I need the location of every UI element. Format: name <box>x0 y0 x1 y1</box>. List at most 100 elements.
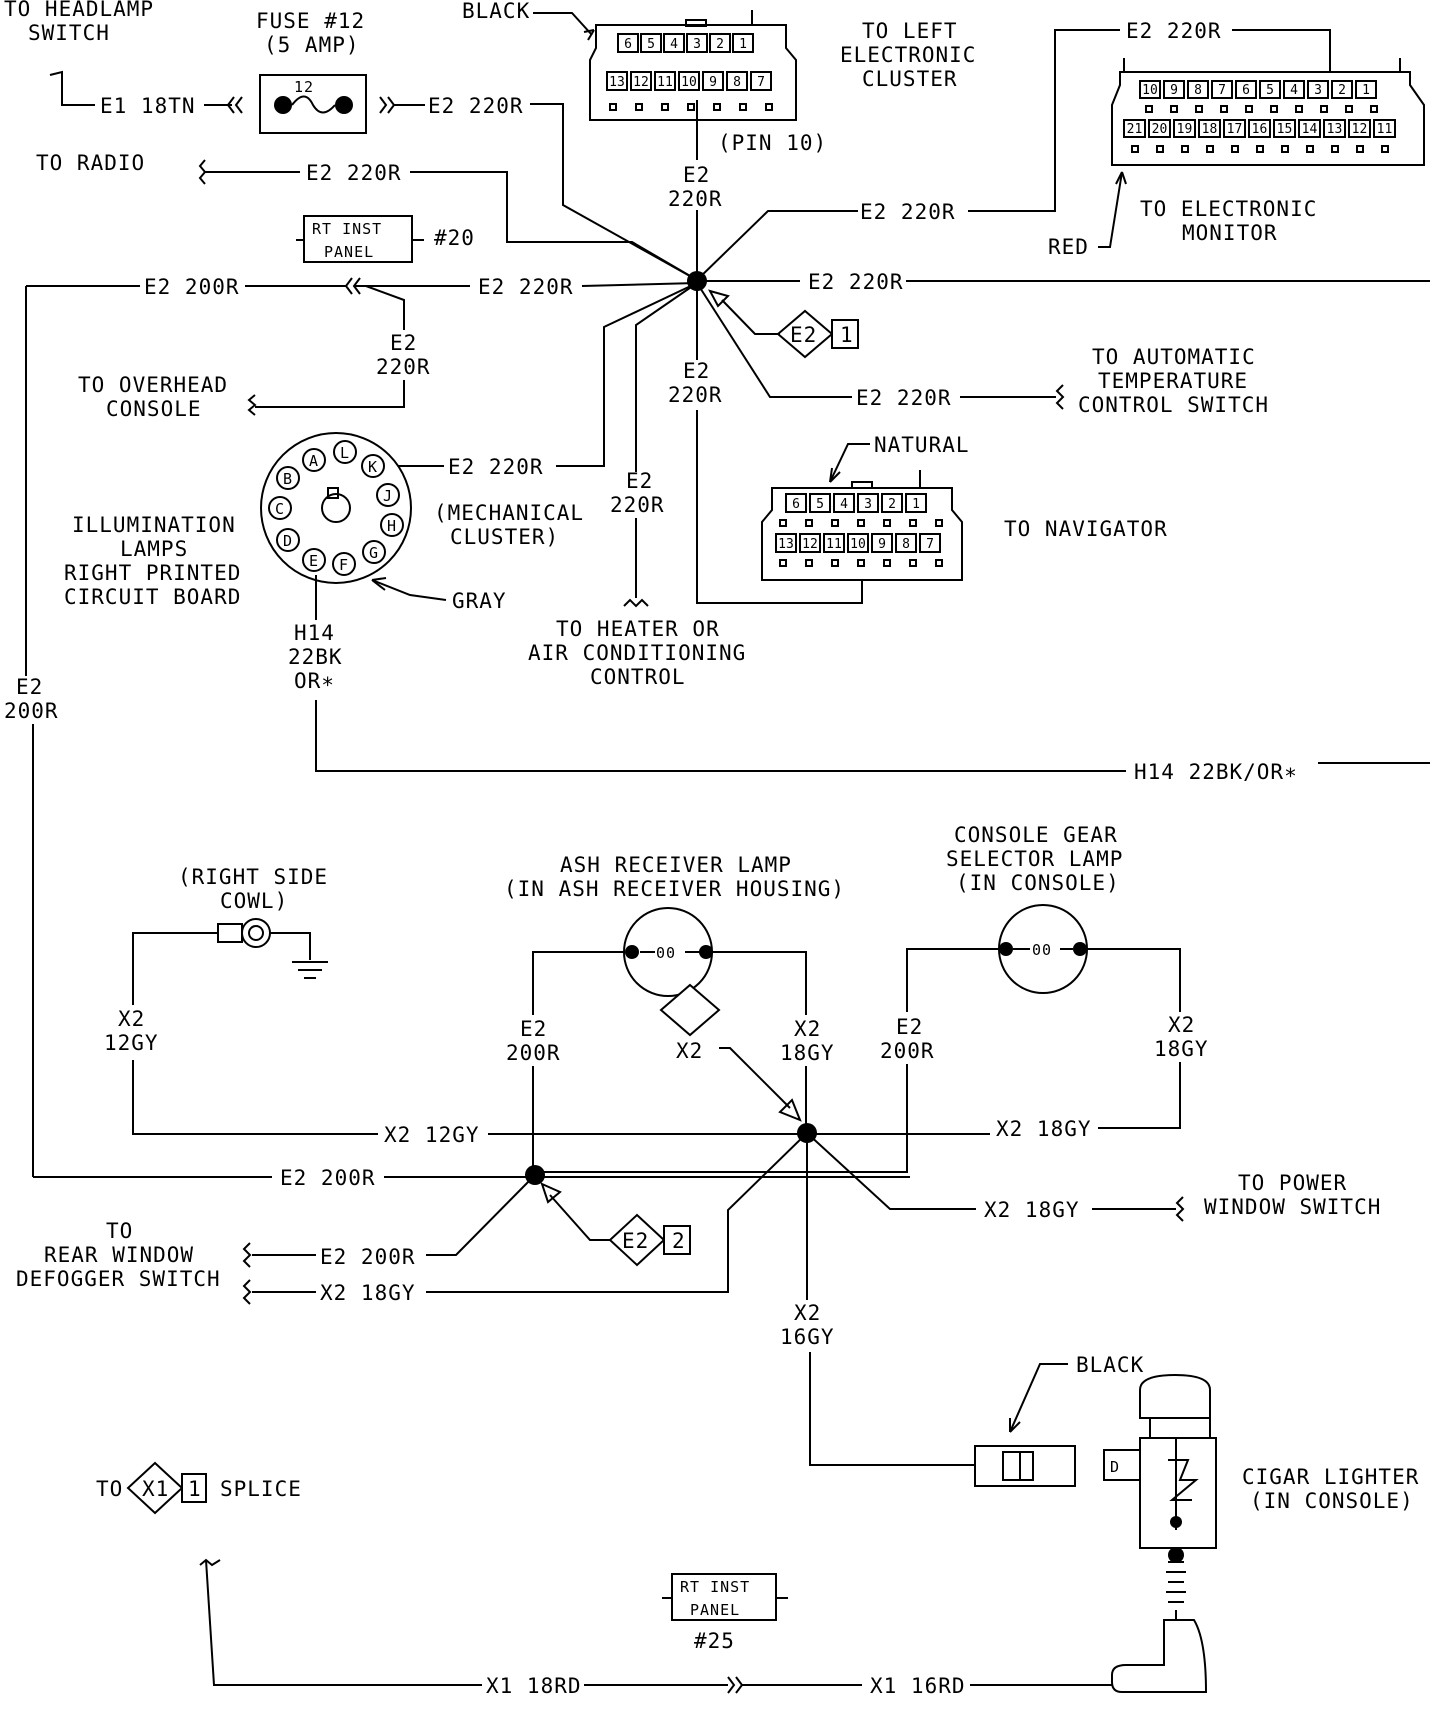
connector-pin <box>1259 80 1281 99</box>
connector-pin-number: 12 <box>1352 122 1368 137</box>
connector-pin-number: 6 <box>792 497 800 512</box>
connector-pin <box>1273 119 1296 138</box>
mech-cluster-pin-letter: A <box>309 452 319 470</box>
connector-pin-number: 11 <box>657 75 673 90</box>
svg-text:(5 AMP): (5 AMP) <box>264 33 360 57</box>
connector-cavity <box>1245 105 1253 113</box>
splice-tag-x1: TO X1 1 SPLICE <box>96 1461 301 1515</box>
connector-pin-number: 1 <box>1362 83 1370 98</box>
connector-cavity <box>857 559 865 567</box>
connector-cavity <box>1145 105 1153 113</box>
connector-pin <box>1323 119 1346 138</box>
connector-cavity <box>1295 105 1303 113</box>
connector-pin <box>709 33 731 53</box>
connector-cavity <box>1331 145 1339 153</box>
svg-text:CLUSTER): CLUSTER) <box>450 525 559 549</box>
defog-e2-wire-label: E2 200R <box>320 1245 416 1269</box>
connector-cavity <box>1170 105 1178 113</box>
connector-cavity <box>909 559 917 567</box>
connector-pin <box>905 493 927 513</box>
svg-text:TO: TO <box>96 1477 123 1501</box>
svg-text:PANEL: PANEL <box>324 243 374 261</box>
connector-pin <box>1283 80 1305 99</box>
console-gear-lamp: 00 <box>998 904 1088 994</box>
connector-cavity <box>779 519 787 527</box>
svg-text:X1: X1 <box>142 1477 169 1501</box>
connector-pin-number: 3 <box>1314 83 1322 98</box>
connector-pin <box>640 33 662 53</box>
mech-cluster-pin <box>376 483 400 507</box>
svg-text:CIRCUIT BOARD: CIRCUIT BOARD <box>64 585 241 609</box>
svg-text:2: 2 <box>672 1229 686 1253</box>
auto-temp-wire-label: E2 220R <box>856 386 952 410</box>
connector-cavity <box>883 519 891 527</box>
connector-cavity <box>1320 105 1328 113</box>
svg-text:CONSOLE GEAR: CONSOLE GEAR <box>954 823 1118 847</box>
connector-pin-number: 12 <box>633 75 649 90</box>
connector-pin <box>663 33 685 53</box>
mech-cluster-pin-letter: D <box>283 532 293 550</box>
svg-text:1: 1 <box>840 323 854 347</box>
connector-pin-number: 4 <box>840 497 848 512</box>
svg-text:00: 00 <box>656 944 676 962</box>
svg-text:H14: H14 <box>294 621 335 645</box>
ground-eyelet <box>217 918 328 979</box>
red-label: RED <box>1048 235 1089 259</box>
svg-text:1: 1 <box>188 1477 202 1501</box>
svg-text:(MECHANICAL: (MECHANICAL <box>434 501 584 525</box>
mech-cluster-pin <box>333 440 357 464</box>
svg-text:CONSOLE: CONSOLE <box>106 397 202 421</box>
mech-cluster-pin-letter: H <box>387 517 397 535</box>
connector-pin <box>1348 119 1371 138</box>
connector-pin <box>702 71 724 91</box>
connector-cavity <box>935 519 943 527</box>
x2-12gy-label: X2 12GY <box>384 1123 480 1147</box>
connector-pin-number: 4 <box>1290 83 1298 98</box>
connector-pin-number: 9 <box>1170 83 1178 98</box>
connector-pin-number: 8 <box>1194 83 1202 98</box>
mech-cluster-pin <box>276 466 300 490</box>
svg-text:12: 12 <box>294 78 314 96</box>
connector-pin-number: 10 <box>681 75 697 90</box>
connector-cavity <box>909 519 917 527</box>
ash-right-x2: X2 <box>794 1017 821 1041</box>
connector-pin <box>785 493 807 513</box>
lighter-x2: X2 <box>794 1301 821 1325</box>
connector-pin <box>1373 119 1396 138</box>
navigator-label: TO NAVIGATOR <box>1004 517 1168 541</box>
connector-pin-number: 6 <box>624 37 632 52</box>
svg-text:D: D <box>1110 1458 1120 1476</box>
connector-pin-number: 13 <box>778 537 794 552</box>
monitor-top-wire-label: E2 220R <box>1126 19 1222 43</box>
connector-pin <box>606 71 628 91</box>
connector-cavity <box>1256 145 1264 153</box>
lighter-black-label: BLACK <box>1076 1353 1144 1377</box>
svg-text:TO AUTOMATIC: TO AUTOMATIC <box>1092 345 1256 369</box>
connector-pin <box>678 71 700 91</box>
connector-pin-number: 20 <box>1152 122 1168 137</box>
mech-cluster-pin-letter: C <box>275 500 285 518</box>
svg-text:(IN ASH RECEIVER HOUSING): (IN ASH RECEIVER HOUSING) <box>504 877 845 901</box>
connector-pin <box>1298 119 1321 138</box>
connector-pin-number: 12 <box>802 537 818 552</box>
pin10-e2: E2 <box>683 163 710 187</box>
connector-cavity <box>779 559 787 567</box>
radio-connector <box>198 159 300 185</box>
mech-cluster-pin <box>302 448 326 472</box>
connector-pin-number: 5 <box>816 497 824 512</box>
ash-receiver-lamp-label: ASH RECEIVER LAMP (IN ASH RECEIVER HOUSI… <box>504 853 845 901</box>
ground-12gy: 12GY <box>104 1031 159 1055</box>
connector-pin-number: 7 <box>757 75 765 90</box>
svg-text:E2: E2 <box>622 1229 649 1253</box>
heater-label: TO HEATER OR AIR CONDITIONING CONTROL <box>528 617 745 689</box>
connector-symbol-right <box>379 96 425 114</box>
svg-text:#25: #25 <box>694 1629 735 1653</box>
mech-cluster-pin <box>302 548 326 572</box>
mech-cluster-pin-letter: J <box>383 487 393 505</box>
mech-cluster-pin <box>276 528 300 552</box>
splice-tag-x2: X2 <box>659 983 802 1122</box>
svg-text:REAR WINDOW: REAR WINDOW <box>44 1243 194 1267</box>
console-left-e2: E2 <box>896 1015 923 1039</box>
connector-cavity <box>1345 105 1353 113</box>
